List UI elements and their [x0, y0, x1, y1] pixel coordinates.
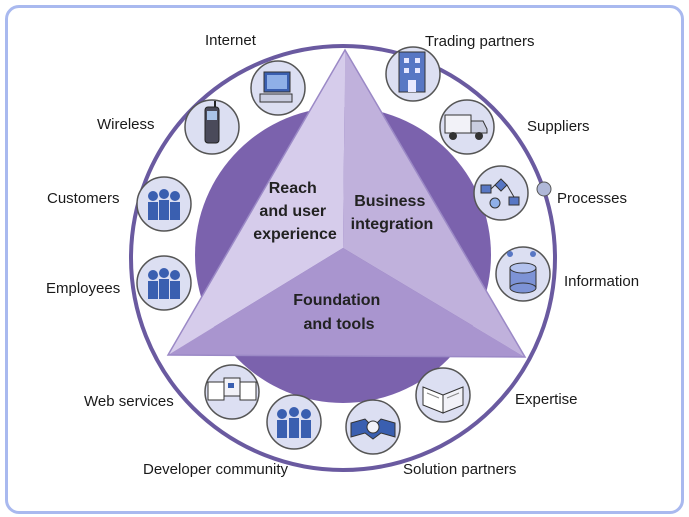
label-developer-community: Developer community: [143, 461, 289, 478]
label-web-services: Web services: [84, 393, 174, 410]
label-processes: Processes: [557, 190, 627, 207]
process-flow-icon: [473, 165, 529, 221]
phone-icon: [184, 99, 240, 155]
label-customers: Customers: [47, 190, 120, 207]
documents-icon: [204, 364, 260, 420]
reach-title: Reach and user experience: [253, 180, 337, 243]
database-icon: [495, 246, 551, 302]
business-title: Business integration: [351, 193, 434, 233]
label-solution-partners: Solution partners: [403, 461, 516, 478]
label-trading-partners: Trading partners: [425, 33, 535, 50]
building-icon: [385, 46, 441, 102]
triangle-outline: [166, 48, 527, 358]
label-internet: Internet: [205, 32, 257, 49]
employees-people-group-icon: [136, 255, 192, 311]
process-node-icon: [536, 181, 552, 197]
label-expertise: Expertise: [515, 391, 578, 408]
truck-icon: [439, 99, 495, 155]
foundation-title: Foundation and tools: [293, 292, 385, 333]
label-suppliers: Suppliers: [527, 118, 590, 135]
foundation-sector: [168, 248, 525, 357]
customers-people-group-icon: [136, 176, 192, 232]
computer-icon: [250, 60, 306, 116]
developer-people-group-icon: [266, 394, 322, 450]
handshake-icon: [345, 399, 401, 455]
book-icon: [415, 367, 471, 423]
label-wireless: Wireless: [97, 116, 155, 133]
label-employees: Employees: [46, 280, 120, 297]
label-information: Information: [564, 273, 639, 290]
